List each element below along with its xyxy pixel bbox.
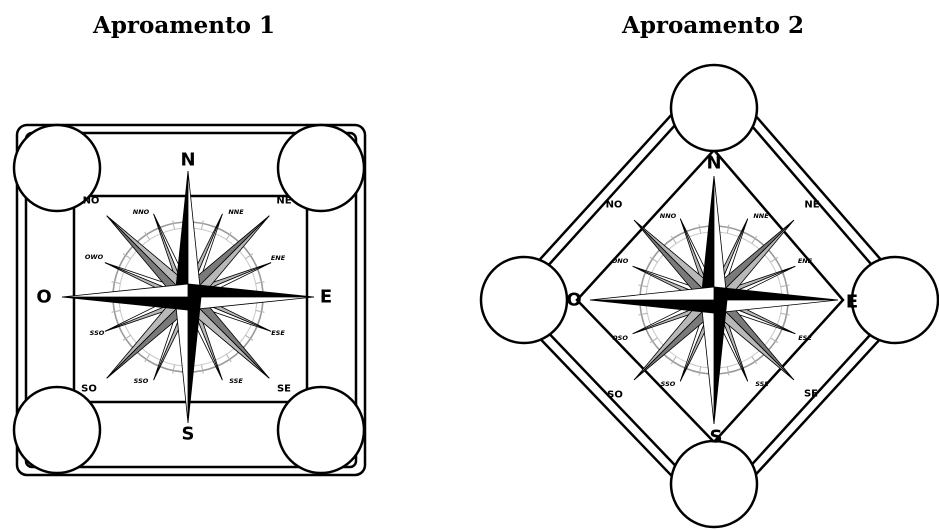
compass-tick	[144, 231, 151, 240]
compass-label-ono: OWO	[85, 253, 104, 261]
diagram-title-aproamento-1: Aproamento 1	[93, 12, 275, 39]
compass-tick	[144, 354, 151, 363]
corner-column-n	[669, 63, 759, 153]
compass-label-ese: ESE	[798, 334, 812, 342]
compass-tick	[670, 235, 677, 244]
compass-label-ono: ONO	[612, 257, 629, 265]
compass-tick	[172, 364, 176, 374]
compass-cardinal-point-half-a	[713, 299, 728, 425]
compass-label-e: E	[846, 292, 858, 313]
compass-tick	[780, 312, 790, 316]
compass-tick	[255, 281, 265, 285]
compass-label-s: S	[182, 424, 195, 445]
compass-label-oso: SSO	[90, 329, 105, 337]
compass-label-e: E	[320, 287, 332, 308]
compass-tick	[225, 231, 232, 240]
corner-column-ne	[276, 123, 366, 213]
compass-label-oso: OSO	[612, 334, 628, 342]
compass-label-nno: NNO	[660, 212, 677, 220]
compass-cardinal-point-half-b	[187, 296, 315, 311]
compass-cardinal-point-half-a	[700, 175, 715, 301]
compass-cardinal-point-half-a	[713, 286, 839, 301]
compass-cardinal-point-half-b	[174, 296, 189, 424]
compass-label-ene: ENE	[271, 254, 286, 262]
corner-column-w	[479, 255, 569, 345]
compass-label-s: S	[710, 427, 723, 448]
compass-cardinal-point-half-a	[61, 296, 189, 311]
compass-label-nne: NNE	[228, 208, 244, 216]
compass-tick	[200, 220, 204, 230]
compass-tick	[726, 224, 730, 234]
compass-label-so: SO	[81, 384, 97, 395]
compass-cardinal-point-half-a	[174, 170, 189, 298]
compass-label-se: SE	[277, 384, 291, 395]
compass-tick	[245, 253, 254, 260]
compass-label-nno: NNO	[133, 208, 150, 216]
compass-tick	[245, 334, 254, 341]
compass-rose	[61, 170, 315, 424]
compass-tick	[751, 235, 758, 244]
compass-cardinal-point-half-b	[713, 175, 728, 301]
compass-label-o: O	[36, 287, 51, 308]
diagram-title-aproamento-2: Aproamento 2	[622, 12, 804, 39]
compass-label-sso: SSO	[661, 380, 676, 388]
compass-tick	[698, 224, 702, 234]
compass-label-no: NO	[606, 200, 623, 211]
compass-cardinal-point-half-b	[61, 283, 189, 298]
compass-label-sse: SSE	[755, 380, 769, 388]
compass-tick	[122, 253, 131, 260]
compass-tick	[770, 337, 779, 344]
compass-label-o: O	[566, 290, 581, 311]
compass-tick	[698, 366, 702, 376]
compass-tick	[200, 364, 204, 374]
compass-cardinal-point-half-b	[589, 286, 715, 301]
compass-label-ne: NE	[804, 200, 819, 211]
compass-cardinal-point-half-a	[187, 296, 202, 424]
compass-tick	[172, 220, 176, 230]
compass-label-so: SO	[607, 390, 623, 401]
compass-label-sse: SSE	[229, 377, 243, 385]
compass-cardinal-point-half-a	[187, 283, 315, 298]
compass-tick	[649, 337, 658, 344]
compass-tick	[638, 312, 648, 316]
compass-tick	[649, 256, 658, 263]
compass-label-n: N	[180, 150, 195, 171]
compass-label-ese: ESE	[271, 329, 285, 337]
compass-label-nne: NNE	[753, 212, 769, 220]
compass-tick	[770, 256, 779, 263]
compass-cardinal-point-half-b	[700, 299, 715, 425]
compass-tick	[111, 309, 121, 313]
compass-tick	[670, 356, 677, 365]
compass-label-se: SE	[804, 389, 818, 400]
compass-tick	[780, 284, 790, 288]
aproamento-2-diagram: N E S O NO NE SO SE NNO NNE ENE ESE SSE …	[479, 63, 939, 529]
corner-column-se	[276, 385, 366, 475]
compass-tick	[225, 354, 232, 363]
compass-tick	[726, 366, 730, 376]
aproamento-1-diagram: N E S O NO NE SO SE NNO NNE ENE ESE SSE …	[12, 123, 367, 477]
compass-tick	[255, 309, 265, 313]
compass-cardinal-point-half-a	[589, 299, 715, 314]
compass-tick	[638, 284, 648, 288]
corner-column-sw	[12, 385, 102, 475]
compass-label-sso: SSO	[134, 377, 149, 385]
corner-column-e	[850, 255, 939, 345]
corner-columns	[479, 63, 939, 529]
compass-label-no: NO	[83, 196, 100, 207]
compass-cardinal-point-half-b	[713, 299, 839, 314]
compass-tick	[122, 334, 131, 341]
compass-rose	[589, 175, 839, 425]
compass-label-ne: NE	[276, 196, 291, 207]
corner-columns	[12, 123, 366, 475]
corner-column-nw	[12, 123, 102, 213]
compass-label-n: N	[706, 153, 721, 174]
compass-tick	[751, 356, 758, 365]
corner-column-s	[669, 439, 759, 529]
compass-tick	[111, 281, 121, 285]
compass-label-ene: ENE	[798, 257, 813, 265]
compass-cardinal-point-half-b	[187, 170, 202, 298]
